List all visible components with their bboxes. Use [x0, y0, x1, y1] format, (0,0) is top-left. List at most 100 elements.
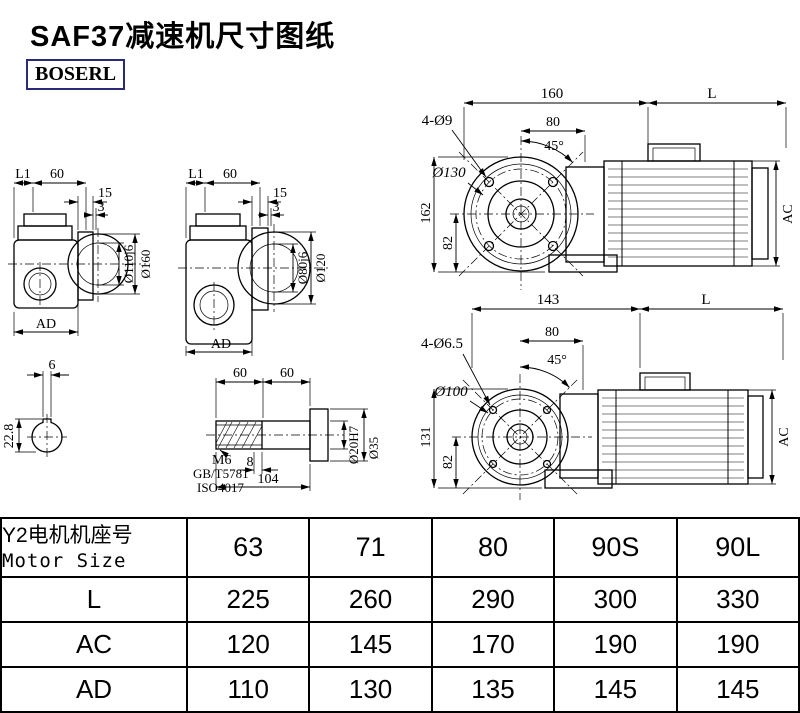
motor-size-label-en: Motor Size: [2, 549, 127, 572]
motor-size-header-cell: Y2电机机座号 Motor Size: [0, 517, 188, 578]
bolt-hole: [547, 240, 559, 252]
dim-dia-20: Ø20H7: [346, 425, 361, 464]
table-header-row: Y2电机机座号 Motor Size 63 71 80 90S 90L: [0, 517, 800, 578]
dim-15: 15: [98, 186, 112, 201]
dim-80: 80: [546, 115, 560, 130]
value-cell: 260: [308, 576, 433, 623]
dim-60: 60: [50, 167, 64, 182]
dim-82: 82: [441, 455, 456, 469]
dim-dia-80: Ø80j6: [295, 251, 310, 284]
view-front-top: 160 L 4-Ø9 80 45° Ø130 162 82 AC: [419, 86, 796, 290]
motor-size-label-cn: Y2电机机座号: [2, 524, 133, 548]
bolt-hole: [542, 405, 552, 415]
dim-131: 131: [419, 427, 434, 448]
dim-dia-35: Ø35: [366, 437, 381, 459]
dim-160: 160: [541, 86, 564, 102]
dim-l1: L1: [15, 167, 31, 182]
standard-gb: GB/T5781: [193, 466, 249, 481]
dim-82: 82: [441, 236, 456, 250]
dim-l1: L1: [188, 167, 204, 182]
dim-15: 15: [273, 186, 287, 201]
bolt-hole: [488, 405, 498, 415]
dim-dia-100: Ø100: [433, 384, 468, 400]
table-row-AD: AD 110 130 135 145 145: [0, 666, 800, 713]
dim-L: L: [701, 292, 710, 308]
dim-bolt-holes: 4-Ø9: [422, 113, 453, 129]
dim-dia-110: Ø110j6: [121, 244, 136, 283]
view-side-flange-120: L1 60 15 3 Ø80j6 Ø120 AD: [178, 167, 330, 356]
dim-ac: AC: [777, 427, 792, 446]
motor-size-63: 63: [185, 517, 311, 578]
dim-ad: AD: [211, 337, 231, 352]
bolt-hole: [488, 459, 498, 469]
technical-drawings: L1 60 15 3 Ø110j6 Ø160 AD L1: [2, 86, 796, 500]
value-cell: 170: [430, 621, 556, 668]
bolt-hole: [483, 176, 495, 188]
dim-ac: AC: [781, 204, 796, 223]
flange-plate: [251, 227, 269, 311]
dim-143: 143: [537, 292, 560, 308]
dim-dia-130: Ø130: [431, 165, 466, 181]
value-cell: 145: [675, 666, 800, 713]
dim-3: 3: [98, 200, 105, 215]
value-cell: 145: [553, 666, 678, 713]
table-row-AC: AC 120 145 170 190 190: [0, 621, 800, 668]
view-key-section: 6 22.8: [2, 358, 69, 460]
dim-60: 60: [223, 167, 237, 182]
value-cell: 135: [430, 666, 556, 713]
dim-ad: AD: [36, 317, 56, 332]
bolt-hole: [483, 240, 495, 252]
shaft-collar: [309, 408, 329, 462]
standard-iso: ISO4017: [197, 480, 244, 495]
dim-3: 3: [273, 200, 280, 215]
row-label-L: L: [0, 576, 188, 623]
terminal-box: [639, 372, 691, 391]
dim-dia-120: Ø120: [313, 254, 328, 283]
fan-cover: [751, 167, 769, 260]
dim-162: 162: [419, 203, 434, 224]
motor-size-90L: 90L: [675, 517, 800, 578]
dim-45deg: 45°: [544, 139, 564, 154]
dim-key-height: 22.8: [2, 424, 17, 449]
view-side-flange-160: L1 60 15 3 Ø110j6 Ø160 AD: [8, 167, 153, 336]
gearbox-adapter: [565, 166, 605, 263]
motor-fins: [602, 397, 744, 479]
value-cell: 330: [675, 576, 800, 623]
value-cell: 290: [430, 576, 556, 623]
value-cell: 225: [185, 576, 311, 623]
dim-key-width: 6: [49, 358, 56, 373]
dim-45deg: 45°: [547, 353, 567, 368]
value-cell: 190: [675, 621, 800, 668]
motor-size-90S: 90S: [553, 517, 678, 578]
row-label-AC: AC: [0, 621, 188, 668]
dim-8: 8: [247, 455, 254, 470]
view-shaft-detail: 60 60 M6 GB/T5781 ISO4017 8 104 Ø20H7 Ø3…: [193, 366, 381, 495]
dim-60b: 60: [280, 366, 294, 381]
dim-dia-160: Ø160: [138, 250, 153, 279]
value-cell: 130: [308, 666, 433, 713]
view-front-bottom: 143 L 4-Ø6.5 80 45° Ø100 131 82 AC: [419, 292, 792, 500]
value-cell: 120: [185, 621, 311, 668]
dim-104: 104: [258, 472, 279, 487]
value-cell: 190: [553, 621, 678, 668]
value-cell: 145: [308, 621, 433, 668]
motor-fins: [608, 168, 748, 258]
table-row-L: L 225 260 290 300 330: [0, 576, 800, 623]
dim-60a: 60: [233, 366, 247, 381]
value-cell: 300: [553, 576, 678, 623]
mounting-base: [544, 469, 613, 489]
motor-size-71: 71: [308, 517, 433, 578]
flange-plate: [77, 231, 94, 301]
gearbox-adapter: [559, 393, 599, 479]
dim-80: 80: [545, 325, 559, 340]
mounting-base: [548, 254, 618, 273]
bolt-hole: [547, 176, 559, 188]
page-title: SAF37减速机尺寸图纸: [30, 21, 336, 53]
fan-cover: [747, 395, 764, 479]
terminal-box: [647, 143, 701, 162]
row-label-AD: AD: [0, 666, 188, 713]
dim-bolt-holes: 4-Ø6.5: [421, 336, 463, 352]
motor-size-80: 80: [430, 517, 556, 578]
dim-L: L: [707, 86, 716, 102]
dimension-table: Y2电机机座号 Motor Size 63 71 80 90S 90L L 22…: [0, 517, 800, 713]
